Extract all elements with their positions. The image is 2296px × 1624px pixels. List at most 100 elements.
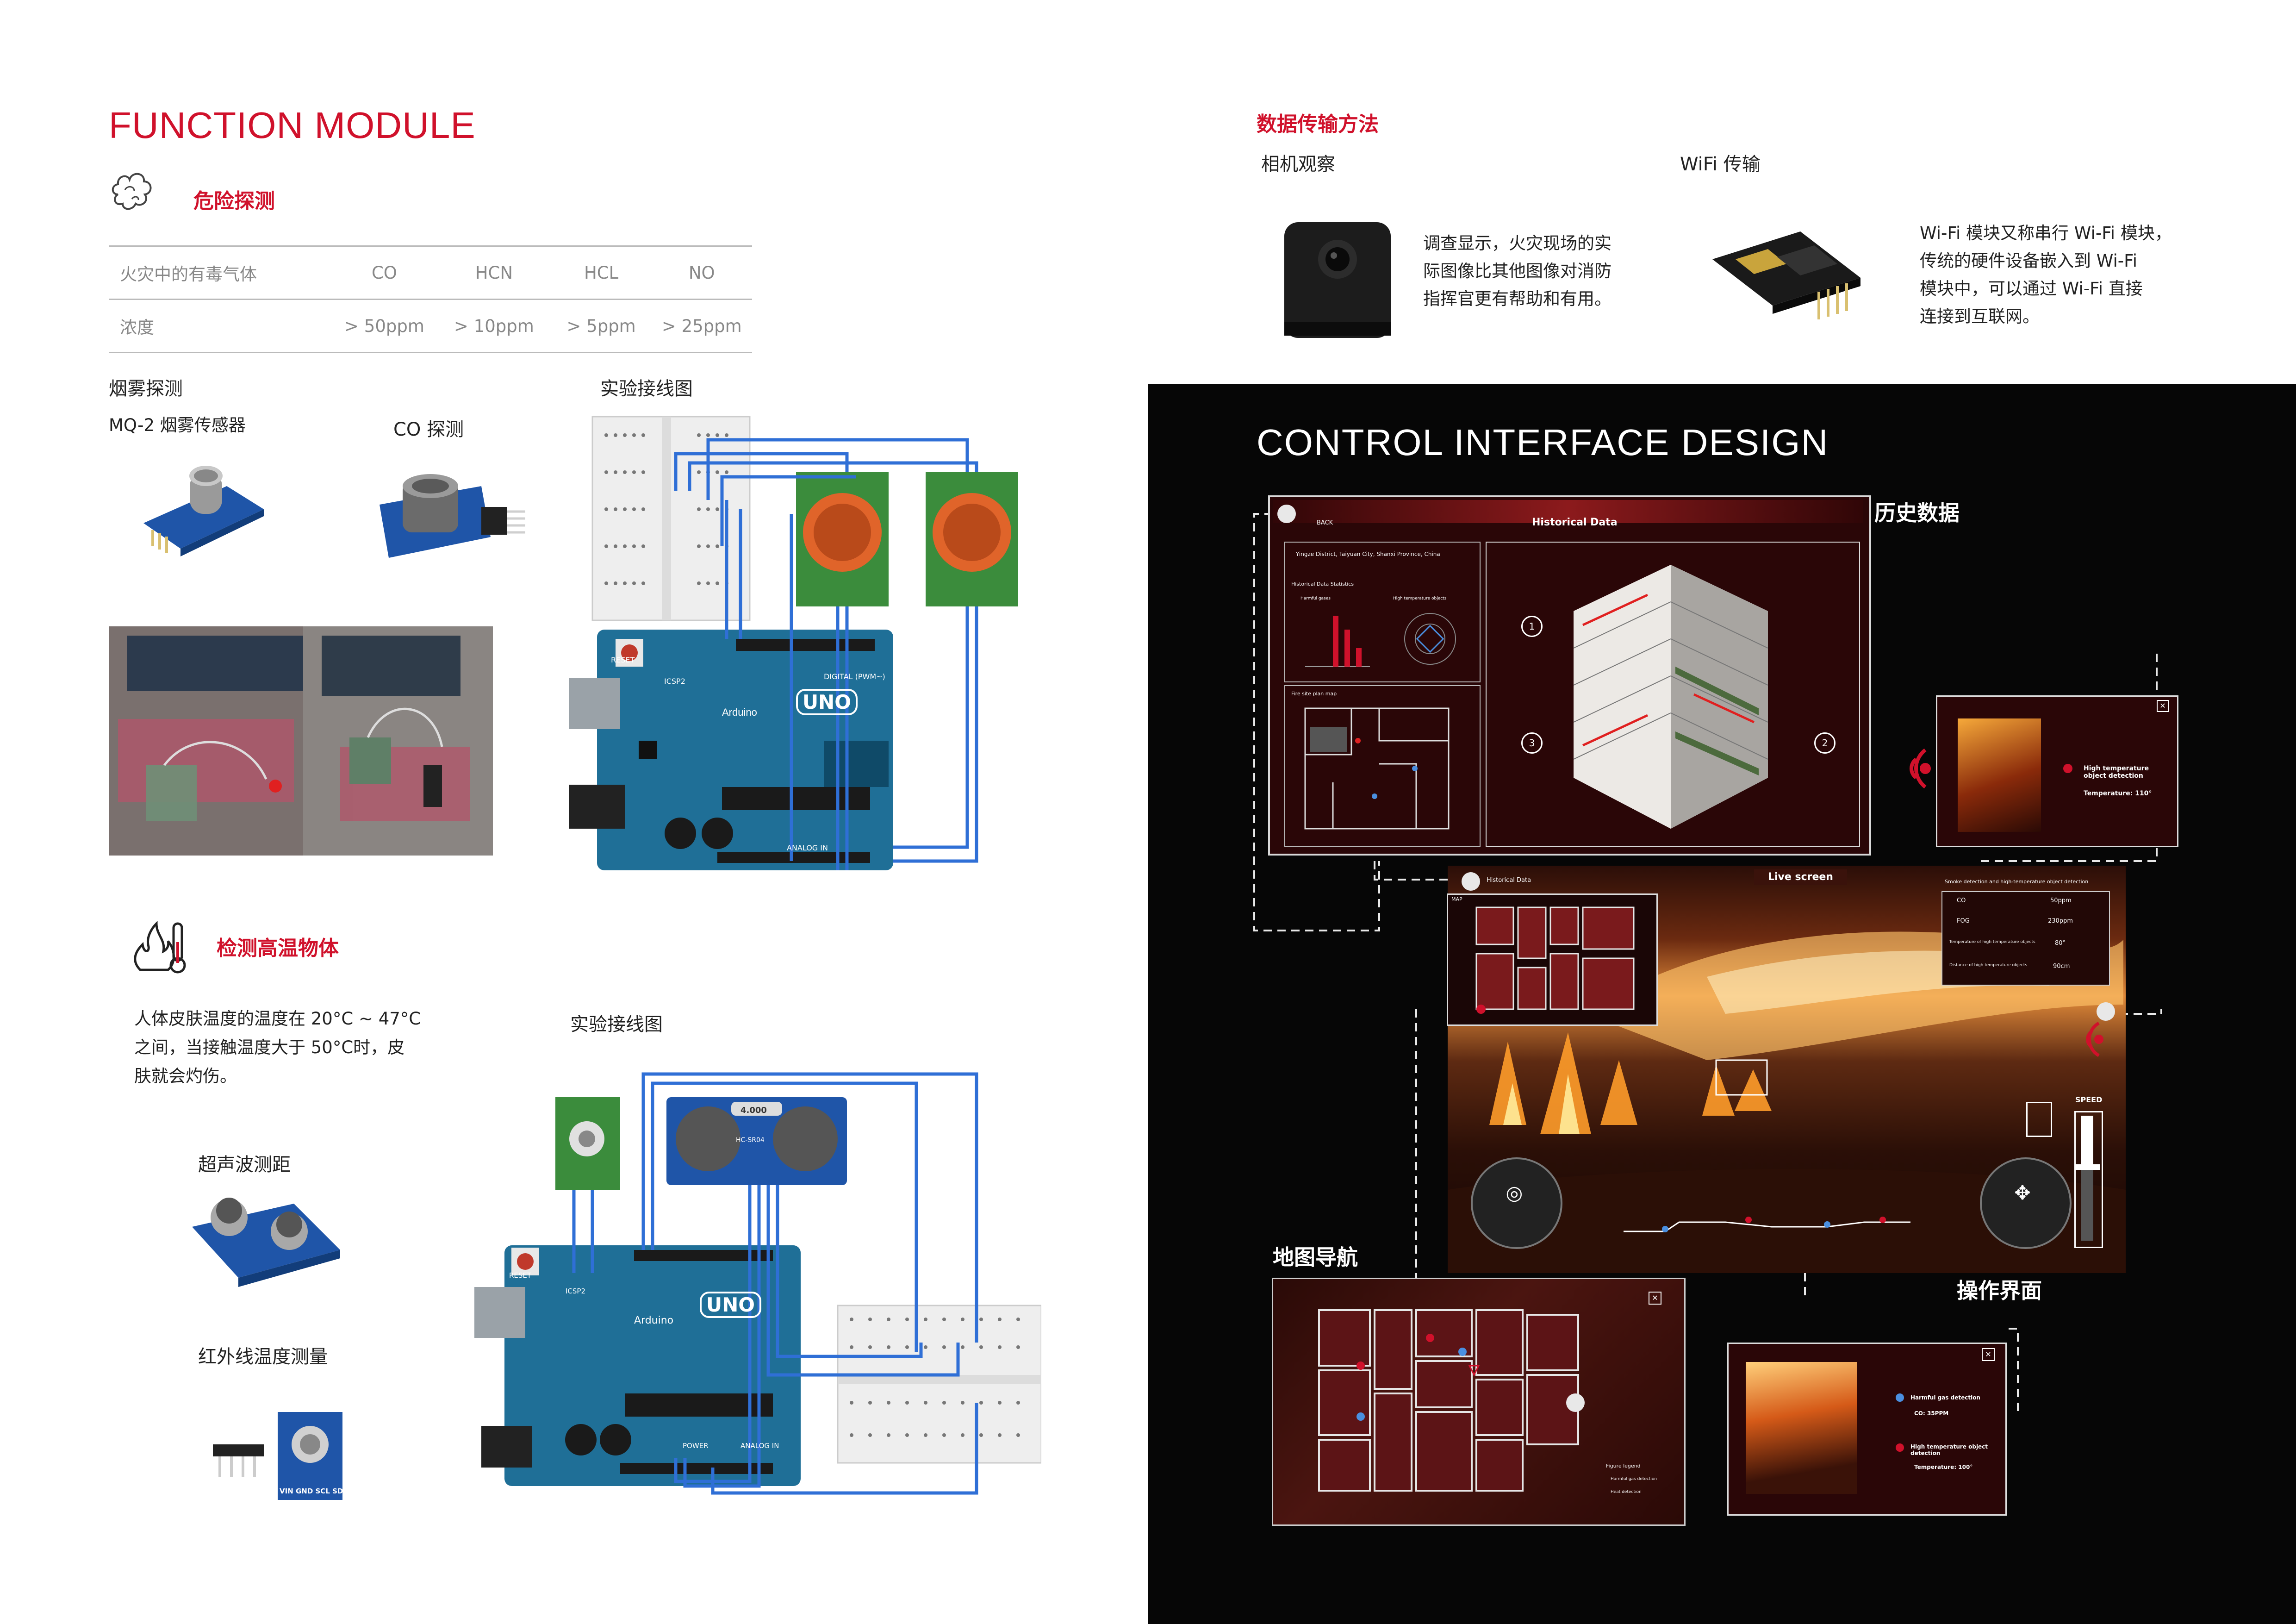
text-line: 际图像比其他图像对消防 <box>1423 261 1612 281</box>
map-legend-title: Figure legend <box>1606 1463 1641 1469</box>
map-legend-b: Heat detection <box>1611 1490 1642 1494</box>
temp-object-label: Temperature of high temperature objects <box>1949 940 2035 944</box>
ultrasonic-sensor-image <box>192 1198 340 1287</box>
fire-thermometer-icon <box>134 920 186 974</box>
table-cell: HCL <box>584 262 619 283</box>
board-icsp-label-2: ICSP2 <box>566 1287 586 1295</box>
text-line: 模块中，可以通过 Wi-Fi 直接 <box>1920 279 2143 299</box>
table-row: 火灾中的有毒气体 CO HCN HCL NO <box>109 246 752 300</box>
page-title: FUNCTION MODULE <box>109 105 476 146</box>
history-screen <box>1268 495 1871 856</box>
danger-detection-heading: 危险探测 <box>193 189 275 213</box>
detection-table <box>1941 891 2110 986</box>
live-screen-title: Live screen <box>1754 869 1847 885</box>
ultrasonic-module-label: HC-SR04 <box>736 1137 765 1144</box>
transfer-heading: 数据传输方法 <box>1257 112 1379 136</box>
gas-status-dot <box>1896 1393 1904 1402</box>
signal-icon-2 <box>2086 1021 2103 1057</box>
popup-2-gas-value: CO: 35PPM <box>1914 1410 1949 1417</box>
building-view-panel <box>1486 542 1860 847</box>
left-joystick[interactable] <box>1471 1157 1562 1249</box>
wifi-text: Wi-Fi 模块又称串行 Wi-Fi 模块， 传统的硬件设备嵌入到 Wi-Fi … <box>1920 219 2172 331</box>
text-line: 指挥官更有帮助和有用。 <box>1423 289 1612 309</box>
skin-temp-text: 人体皮肤温度的温度在 20°C ~ 47°C 之间，当接触温度大于 50°C时，… <box>134 1005 421 1091</box>
speed-slider-handle[interactable] <box>2074 1164 2100 1170</box>
legend-b: High temperature objects <box>1393 596 1447 601</box>
marker-1[interactable]: 1 <box>1521 616 1543 637</box>
speed-slider-track <box>2081 1116 2093 1241</box>
mq2-sensor-label: MQ-2 烟雾传感器 <box>109 415 246 435</box>
marker-3[interactable]: 3 <box>1521 732 1543 754</box>
board-reset-label-2: RESET <box>509 1271 532 1280</box>
location-text: Yingze District, Taiyuan City, Shanxi Pr… <box>1296 551 1440 557</box>
compass-icon[interactable] <box>2026 1102 2052 1137</box>
ir-temp-label: 红外线温度测量 <box>198 1346 328 1368</box>
table-row: 浓度 > 50ppm > 10ppm > 5ppm > 25ppm <box>109 299 752 353</box>
text-line: Wi-Fi 模块又称串行 Wi-Fi 模块， <box>1920 223 2172 243</box>
board-icsp-label: ICSP2 <box>664 677 685 686</box>
stats-chart <box>1305 613 1456 667</box>
wiring-diagram-label-2: 实验接线图 <box>570 1014 663 1035</box>
temp-status-dot <box>1896 1443 1904 1452</box>
high-temp-heading: 检测高温物体 <box>217 937 339 960</box>
wifi-label: WiFi 传输 <box>1680 154 1761 175</box>
camera-text: 调查显示，火灾现场的实 际图像比其他图像对消防 指挥官更有帮助和有用。 <box>1423 230 1612 313</box>
co-value: 50ppm <box>2050 897 2072 904</box>
co-label: CO <box>1957 897 1966 904</box>
table-cell: CO <box>371 262 397 283</box>
speed-slider[interactable] <box>2074 1111 2103 1248</box>
ultrasonic-label: 超声波测距 <box>198 1154 291 1175</box>
toxic-gas-table: 火灾中的有毒气体 CO HCN HCL NO 浓度 > 50ppm > 10pp… <box>109 245 752 353</box>
legend-a: Harmful gases <box>1300 596 1331 601</box>
text-line: 之间，当接触温度大于 50°C时，皮 <box>134 1037 405 1057</box>
history-title: Historical Data <box>1532 517 1618 528</box>
fog-value: 230ppm <box>2048 918 2073 924</box>
text-line: 人体皮肤温度的温度在 20°C ~ 47°C <box>134 1009 421 1029</box>
floor-plan-title: Fire site plan map <box>1291 691 1337 697</box>
text-line: 传统的硬件设备嵌入到 Wi-Fi <box>1920 251 2138 271</box>
table-cell: > 25ppm <box>661 316 742 336</box>
close-icon[interactable]: ✕ <box>2157 700 2169 712</box>
history-data-label: 历史数据 <box>1874 500 1960 525</box>
arduino-brand-label: Arduino <box>722 706 757 718</box>
fire-thumbnail-2 <box>1746 1362 1857 1494</box>
mini-map-tag: MAP <box>1451 896 1462 902</box>
table-cell: > 10ppm <box>454 316 534 336</box>
co-sensor-image <box>380 474 525 558</box>
popup-2-temp-value: Temperature: 100° <box>1914 1464 1973 1470</box>
popup-1-title: High temperature object detection <box>2084 765 2149 780</box>
wiring-diagram-label: 实验接线图 <box>600 378 693 400</box>
map-close-icon[interactable]: ✕ <box>1649 1292 1661 1305</box>
smoke-cloud-icon <box>112 173 152 210</box>
wiring-diagram-1 <box>569 416 1018 870</box>
direction-pad-icon: ✥ <box>2014 1181 2031 1204</box>
back-button[interactable] <box>1277 505 1296 523</box>
building-3d-model <box>1573 565 1768 829</box>
popup-2-temp-title: High temperature object detection <box>1910 1443 1988 1456</box>
map-expand-button[interactable] <box>1566 1393 1585 1412</box>
popup-close-icon[interactable]: ✕ <box>1982 1348 1995 1361</box>
marker-2[interactable]: 2 <box>1814 732 1836 754</box>
fog-label: FOG <box>1957 918 1970 924</box>
text-line: 连接到互联网。 <box>1920 306 2040 326</box>
right-joystick[interactable] <box>1980 1157 2072 1249</box>
popup-2-gas-title: Harmful gas detection <box>1910 1394 1980 1401</box>
ultrasonic-crystal-label: 4.000 <box>740 1106 767 1115</box>
camera-label: 相机观察 <box>1261 154 1335 175</box>
co-detection-label: CO 探测 <box>393 419 464 440</box>
mq2-sensor-image <box>143 466 264 556</box>
expand-button[interactable] <box>2097 1002 2115 1021</box>
back-label[interactable]: BACK <box>1317 519 1333 526</box>
operation-interface-label: 操作界面 <box>1957 1278 2042 1303</box>
arduino-model-label: UNO <box>796 689 858 715</box>
speed-label: SPEED <box>2075 1095 2103 1104</box>
table-cell: > 5ppm <box>566 316 636 336</box>
history-tab-label[interactable]: Historical Data <box>1487 877 1531 884</box>
history-toggle-button[interactable] <box>1462 872 1480 891</box>
joystick-arrows-icon: ◎ <box>1506 1181 1523 1204</box>
table-cell: HCN <box>475 262 513 283</box>
signal-icon <box>1910 748 1931 789</box>
table-cell: 火灾中的有毒气体 <box>120 264 257 284</box>
board-digital-label: DIGITAL (PWM~) <box>824 672 885 681</box>
wifi-module-image <box>1712 231 1860 319</box>
